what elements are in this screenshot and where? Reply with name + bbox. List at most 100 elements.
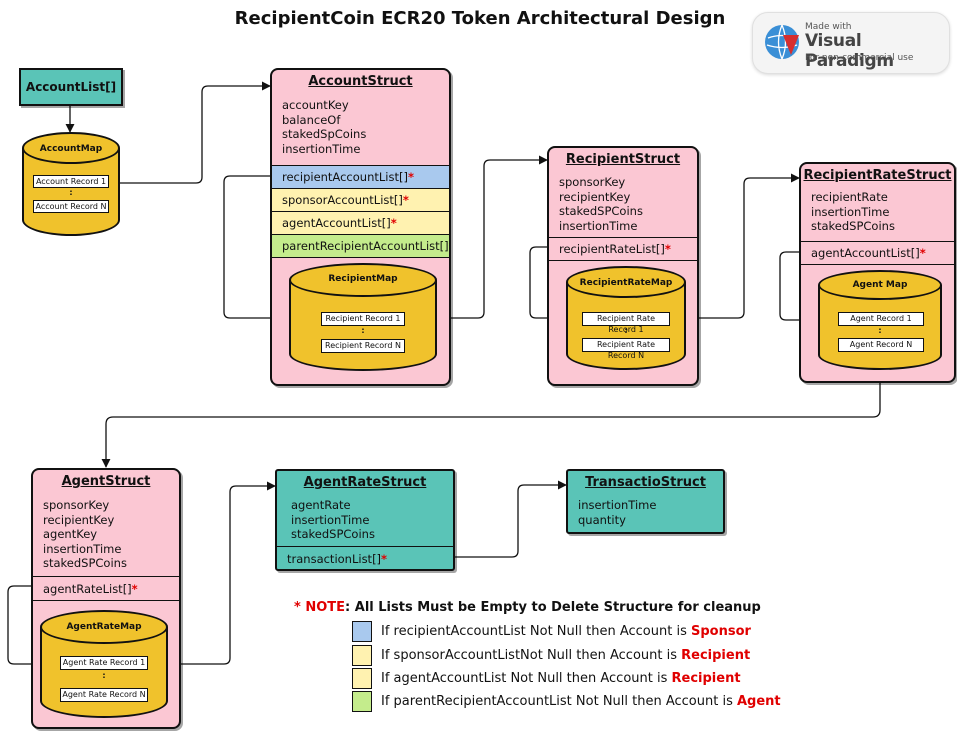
- note-star: *: [294, 600, 301, 615]
- made-with-label: Made with: [805, 22, 852, 32]
- agent-struct-fields: sponsorKey recipientKey agentKey inserti…: [43, 498, 127, 571]
- edge-agentlist-to-agentmap: [779, 251, 819, 325]
- field-insertion-time: insertionTime: [811, 204, 890, 219]
- recipient-rate-map-cylinder: RecipientRateMap Recipient Rate Record 1…: [566, 266, 686, 370]
- recipient-struct-title: RecipientStruct: [565, 152, 681, 167]
- edge-ratemap-to-ratestruct: [686, 173, 800, 319]
- edge-accountmap-to-accountstruct: [120, 81, 271, 184]
- non-commercial-label: For non-commercial use: [805, 53, 914, 63]
- agent-map-cylinder: Agent Map Agent Record 1 : Agent Record …: [818, 270, 942, 370]
- field-staked-sp-coins: stakedSpCoins: [282, 127, 367, 141]
- legend-item-recipient: If sponsorAccountListNot Null then Accou…: [381, 648, 750, 663]
- transaction-struct-fields: insertionTime quantity: [578, 498, 656, 527]
- agent-account-list-row: agentAccountList[]*: [801, 241, 954, 264]
- edge-agentmap-to-agentstruct: [101, 370, 881, 468]
- recipient-record-1: Recipient Record 1: [321, 312, 405, 326]
- recipient-struct-fields: sponsorKey recipientKey stakedSPCoins in…: [559, 175, 643, 233]
- cleanup-note: * NOTE: All Lists Must be Empty to Delet…: [294, 600, 761, 615]
- legend-item-recipient-2: If agentAccountList Not Null then Accoun…: [381, 671, 741, 686]
- agent-struct-title: AgentStruct: [61, 474, 151, 489]
- agent-rate-record-n: Agent Rate Record N: [60, 688, 148, 702]
- parent-recipient-account-list-label: parentRecipientAccountList[]: [282, 239, 449, 253]
- agent-record-n: Agent Record N: [838, 338, 924, 352]
- legend-role: Sponsor: [690, 624, 751, 639]
- required-star: *: [381, 551, 388, 566]
- edge-recipientlist-to-recipientmap: [223, 175, 290, 323]
- edge-recipientmap-to-recipientstruct: [437, 155, 548, 319]
- agent-rate-record-1: Agent Rate Record 1: [60, 656, 148, 670]
- field-account-key: accountKey: [282, 98, 349, 112]
- legend-item-sponsor: If recipientAccountList Not Null then Ac…: [381, 624, 751, 639]
- agent-rate-map-cylinder: AgentRateMap Agent Rate Record 1 : Agent…: [40, 610, 168, 718]
- record-ellipsis: :: [102, 671, 106, 680]
- field-staked-sp-coins: stakedSPCoins: [43, 556, 127, 570]
- legend-role: Recipient: [671, 671, 741, 686]
- agent-account-list-label: agentAccountList[]: [811, 246, 920, 260]
- edge-ratelist-to-ratemap: [529, 246, 567, 323]
- account-struct-title: AccountStruct: [308, 74, 413, 89]
- record-ellipsis: :: [69, 188, 73, 197]
- account-record-n: Account Record N: [33, 200, 109, 213]
- legend-swatch-recipient-2: [352, 668, 372, 689]
- account-map-cylinder: AccountMap Account Record 1 : Account Re…: [22, 132, 120, 236]
- agent-rate-map-label: AgentRateMap: [66, 622, 142, 632]
- visual-paradigm-badge[interactable]: Made with Visual Paradigm For non-commer…: [752, 12, 950, 74]
- field-insertion-time: insertionTime: [291, 512, 370, 527]
- edge-agentratelist-to-agentratemap: [7, 585, 41, 669]
- recipient-record-n: Recipient Record N: [321, 339, 405, 353]
- field-sponsor-key: sponsorKey: [43, 498, 110, 512]
- account-struct-fields: accountKey balanceOf stakedSpCoins inser…: [282, 98, 366, 156]
- agent-map-label: Agent Map: [852, 280, 908, 290]
- recipient-rate-record-n: Recipient Rate Record N: [582, 338, 670, 360]
- agent-rate-struct-title: AgentRateStruct: [303, 475, 427, 490]
- field-recipient-key: recipientKey: [43, 512, 115, 527]
- field-staked-sp-coins: stakedSPCoins: [291, 527, 375, 541]
- transaction-struct-title: TransactioStruct: [585, 475, 706, 490]
- recipient-rate-struct-title: RecipientRateStruct: [803, 168, 952, 183]
- transaction-struct: TransactioStruct insertionTime quantity: [566, 469, 725, 534]
- recipient-rate-record-1: Recipient Rate Record 1: [582, 312, 670, 334]
- field-insertion-time: insertionTime: [282, 141, 361, 156]
- account-record-1: Account Record 1: [33, 175, 109, 188]
- agent-account-list-label: agentAccountList[]: [282, 216, 391, 230]
- account-map-label: AccountMap: [39, 144, 103, 154]
- legend-swatch-recipient: [352, 645, 372, 666]
- legend-role: Recipient: [681, 648, 751, 663]
- legend-text: If agentAccountList Not Null then Accoun…: [381, 671, 672, 686]
- legend-text: If parentRecipientAccountList Not Null t…: [381, 694, 737, 709]
- legend-swatch-agent: [352, 691, 372, 712]
- agent-account-list-row: agentAccountList[]*: [272, 211, 449, 234]
- field-recipient-rate: recipientRate: [811, 190, 888, 204]
- recipient-account-list-label: recipientAccountList[]: [282, 170, 408, 184]
- required-star: *: [390, 216, 397, 230]
- required-star: *: [407, 170, 414, 184]
- field-recipient-key: recipientKey: [559, 189, 631, 204]
- legend-text: If sponsorAccountListNot Null then Accou…: [381, 648, 682, 663]
- recipient-rate-map-label: RecipientRateMap: [579, 278, 673, 288]
- sponsor-account-list-label: sponsorAccountList[]: [282, 193, 403, 207]
- record-ellipsis: :: [624, 326, 628, 335]
- diagram-title: RecipientCoin ECR20 Token Architectural …: [234, 8, 726, 29]
- field-insertion-time: insertionTime: [578, 498, 657, 512]
- field-insertion-time: insertionTime: [43, 541, 122, 556]
- legend-role: Agent: [736, 694, 781, 709]
- recipient-rate-list-label: recipientRateList[]: [559, 242, 665, 256]
- record-ellipsis: :: [878, 326, 882, 335]
- field-insertion-time: insertionTime: [559, 218, 638, 233]
- note-text: : All Lists Must be Empty to Delete Stru…: [345, 600, 761, 615]
- field-balance-of: balanceOf: [282, 112, 341, 127]
- parent-recipient-account-list-row: parentRecipientAccountList[]*: [272, 234, 449, 257]
- recipient-rate-struct-fields: recipientRate insertionTime stakedSPCoin…: [811, 190, 895, 234]
- recipient-account-list-row: recipientAccountList[]*: [272, 165, 449, 188]
- required-star: *: [402, 193, 409, 207]
- field-staked-sp-coins: stakedSPCoins: [559, 204, 643, 218]
- recipient-map-label: RecipientMap: [328, 274, 398, 284]
- required-star: *: [664, 242, 671, 256]
- field-quantity: quantity: [578, 512, 626, 527]
- agent-rate-struct: AgentRateStruct agentRate insertionTime …: [275, 469, 455, 571]
- field-agent-key: agentKey: [43, 527, 98, 541]
- agent-rate-list-label: agentRateList[]: [43, 581, 132, 596]
- field-staked-sp-coins: stakedSPCoins: [811, 219, 895, 233]
